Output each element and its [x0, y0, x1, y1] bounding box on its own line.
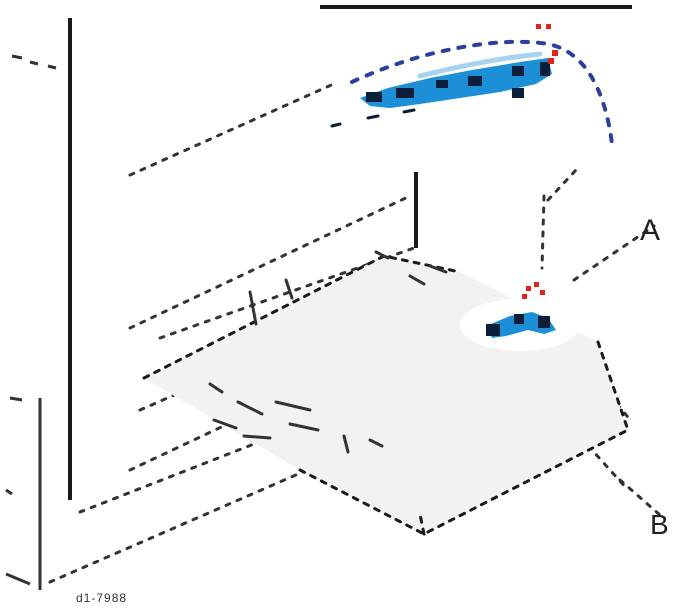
figure-id: d1-7988	[76, 591, 127, 605]
left-edge-ticks	[5, 54, 57, 590]
blue-lever-icon	[486, 312, 556, 338]
blue-lever-icon	[330, 58, 552, 128]
red-pointer-icon	[522, 282, 545, 299]
callout-b: B	[650, 509, 669, 540]
paper-tray	[142, 250, 630, 536]
arrow-light-segment	[417, 51, 543, 79]
callout-a: A	[640, 214, 660, 247]
red-pointer-icon	[536, 24, 558, 64]
curved-arrow-icon	[350, 39, 614, 146]
tray-surface	[144, 256, 628, 534]
